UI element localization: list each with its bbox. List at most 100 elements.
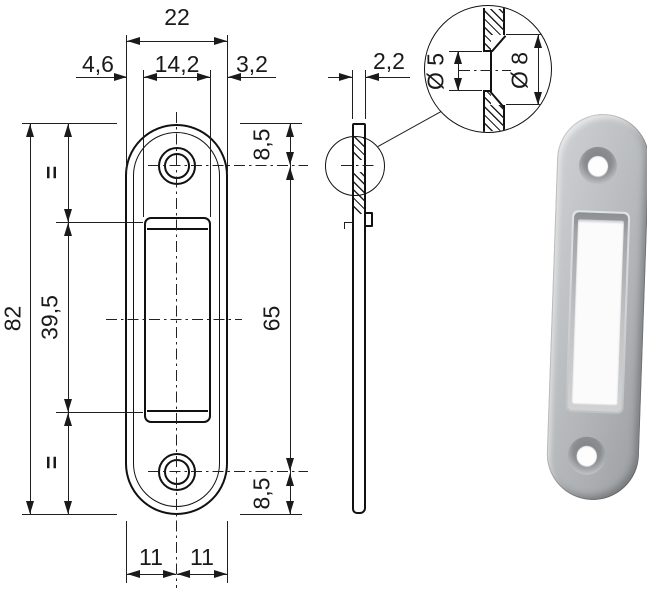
detail-leader-line bbox=[377, 109, 444, 148]
dim-half-width-left-label: 11 bbox=[139, 544, 163, 570]
countersink-edge bbox=[491, 35, 507, 53]
center-line bbox=[176, 112, 177, 588]
section-hatching bbox=[485, 92, 491, 105]
dimension-line bbox=[144, 77, 210, 79]
dimension-line bbox=[177, 574, 227, 576]
arrowhead bbox=[214, 37, 227, 45]
arrowhead bbox=[64, 209, 72, 222]
dim-hole-bottom-edge-label: 8,5 bbox=[248, 477, 275, 510]
extension-line bbox=[506, 34, 545, 36]
dimension-line bbox=[68, 412, 70, 514]
arrowhead bbox=[26, 124, 34, 137]
dim-equal-bottom-label: = bbox=[38, 455, 65, 470]
arrowhead bbox=[64, 501, 72, 514]
section-hatching bbox=[485, 105, 504, 131]
dimension-line bbox=[290, 472, 292, 514]
dimension-line bbox=[76, 77, 127, 79]
arrowhead bbox=[286, 152, 294, 165]
center-line bbox=[106, 319, 242, 320]
arrowhead bbox=[286, 124, 294, 137]
detail-reference-circle bbox=[325, 136, 385, 196]
step-mark bbox=[344, 222, 353, 224]
side-profile-outline bbox=[352, 123, 366, 514]
slot-lip-top bbox=[147, 228, 208, 230]
extension-line bbox=[56, 412, 143, 414]
arrowhead bbox=[64, 124, 72, 137]
bore-wall bbox=[490, 50, 492, 92]
extension-line bbox=[22, 514, 117, 516]
slot-lip-profile bbox=[364, 212, 373, 227]
dim-slot-height-label: 39,5 bbox=[36, 295, 63, 340]
dimension-line bbox=[290, 124, 292, 166]
dimension-line bbox=[68, 124, 70, 222]
extension-line bbox=[227, 35, 229, 172]
dimension-line bbox=[538, 35, 540, 105]
section-face-line bbox=[503, 8, 505, 35]
dim-slot-width-label: 14,2 bbox=[154, 51, 200, 77]
dim-equal-top-label: = bbox=[38, 165, 65, 180]
extension-line bbox=[449, 90, 482, 92]
dimension-line bbox=[228, 77, 276, 79]
product-photo-view bbox=[545, 112, 647, 502]
arrowhead bbox=[197, 73, 210, 81]
dim-countersink-diameter-label: Ø 8 bbox=[506, 51, 533, 90]
center-line bbox=[148, 471, 308, 472]
section-face-line bbox=[503, 105, 505, 132]
slot-lip-bottom bbox=[147, 410, 208, 412]
bore-edge bbox=[483, 90, 492, 92]
center-line bbox=[459, 70, 511, 71]
section-hatching bbox=[485, 9, 504, 35]
arrowhead bbox=[286, 167, 294, 180]
step-mark bbox=[344, 222, 346, 229]
photo-slot-cutout bbox=[565, 210, 631, 414]
arrowhead bbox=[454, 51, 462, 64]
dim-total-height-label: 82 bbox=[0, 305, 26, 332]
arrowhead bbox=[286, 458, 294, 471]
section-hatching bbox=[485, 35, 491, 51]
photo-slot-opening bbox=[571, 219, 625, 406]
arrowhead bbox=[114, 73, 127, 81]
extension-line bbox=[240, 123, 302, 125]
extension-line bbox=[227, 521, 229, 583]
bottom-hole-bore bbox=[164, 459, 190, 485]
extension-line bbox=[449, 51, 482, 53]
arrowhead bbox=[127, 570, 140, 578]
extension-line bbox=[126, 521, 128, 583]
extension-line bbox=[210, 70, 212, 217]
section-face-line bbox=[483, 91, 485, 132]
extension-line bbox=[22, 123, 117, 125]
dim-hole-top-edge-label: 8,5 bbox=[248, 128, 275, 161]
dim-total-width-label: 22 bbox=[164, 4, 190, 30]
arrowhead bbox=[454, 78, 462, 91]
arrowhead bbox=[26, 501, 34, 514]
extension-line bbox=[143, 70, 145, 217]
slot-outline bbox=[144, 217, 211, 423]
arrowhead bbox=[64, 399, 72, 412]
bottom-hole-countersink bbox=[158, 453, 196, 491]
arrowhead bbox=[339, 73, 352, 81]
extension-line bbox=[506, 104, 545, 106]
arrowhead bbox=[286, 501, 294, 514]
dim-left-offset-label: 4,6 bbox=[82, 51, 114, 77]
dim-half-width-right-label: 11 bbox=[190, 544, 214, 570]
dimension-line bbox=[30, 124, 32, 514]
arrowhead bbox=[144, 73, 157, 81]
arrowhead bbox=[163, 570, 176, 578]
arrowhead bbox=[127, 37, 140, 45]
extension-line bbox=[126, 35, 128, 172]
arrowhead bbox=[534, 35, 542, 48]
arrowhead bbox=[366, 73, 379, 81]
dimension-line bbox=[290, 166, 292, 472]
arrowhead bbox=[286, 473, 294, 486]
dimension-line bbox=[127, 574, 176, 576]
arrowhead bbox=[534, 92, 542, 105]
arrowhead bbox=[64, 413, 72, 426]
dimension-line bbox=[458, 51, 460, 91]
dim-right-offset-label: 3,2 bbox=[236, 51, 268, 77]
section-face-line bbox=[483, 8, 485, 51]
dim-thickness-label: 2,2 bbox=[373, 48, 405, 74]
detail-view-circle: Ø 5 Ø 8 bbox=[424, 5, 552, 133]
extension-line bbox=[240, 514, 302, 516]
dimension-line bbox=[68, 222, 70, 412]
